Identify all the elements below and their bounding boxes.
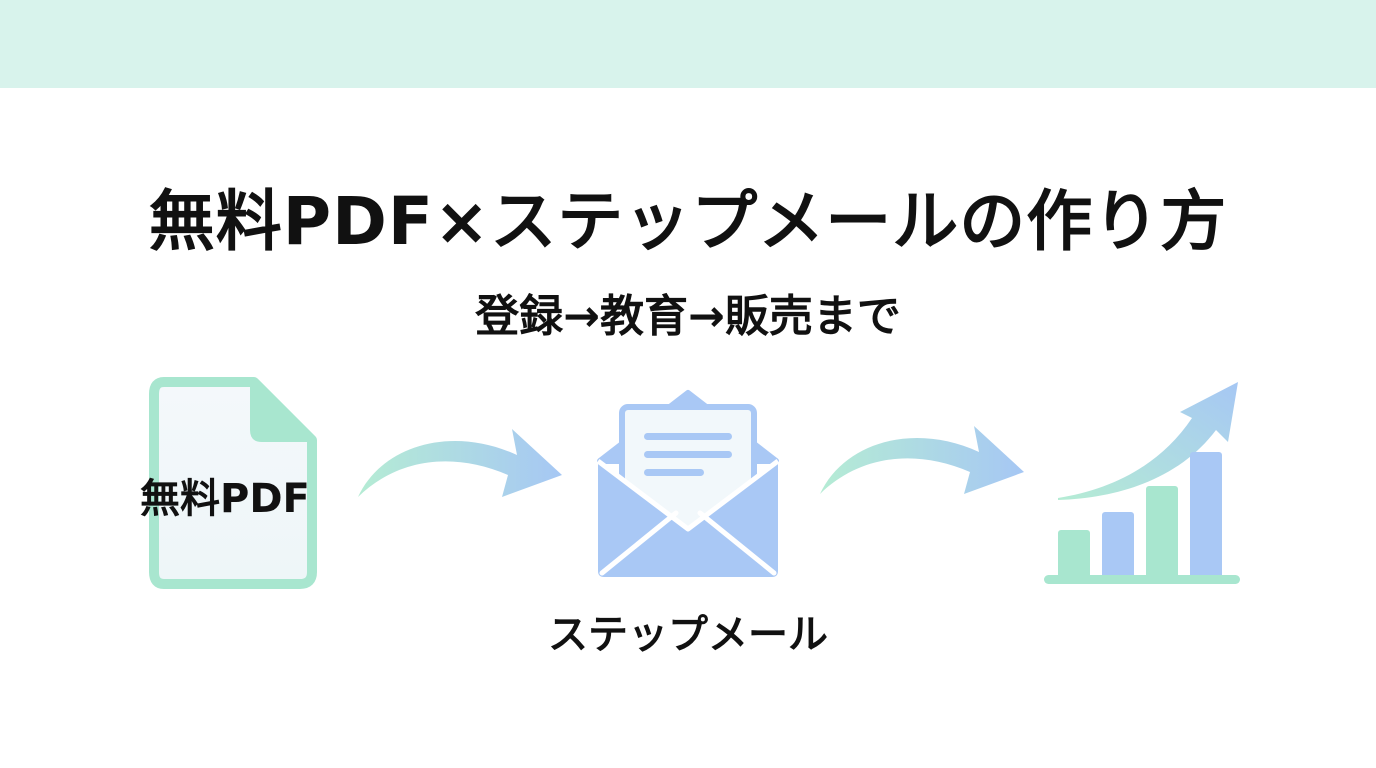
- step-mail-label: ステップメール: [548, 612, 828, 658]
- document-icon: [149, 377, 317, 589]
- curved-arrow-icon: [358, 429, 562, 497]
- growth-chart-icon: [1044, 382, 1240, 584]
- top-banner: [0, 0, 1376, 88]
- page-subtitle: 登録→教育→販売まで: [475, 291, 901, 342]
- page-title: 無料PDF×ステップメールの作り方: [148, 183, 1228, 260]
- envelope-icon: [596, 390, 780, 577]
- curved-arrow-icon: [820, 426, 1024, 494]
- pdf-step-label: 無料PDF: [140, 476, 310, 522]
